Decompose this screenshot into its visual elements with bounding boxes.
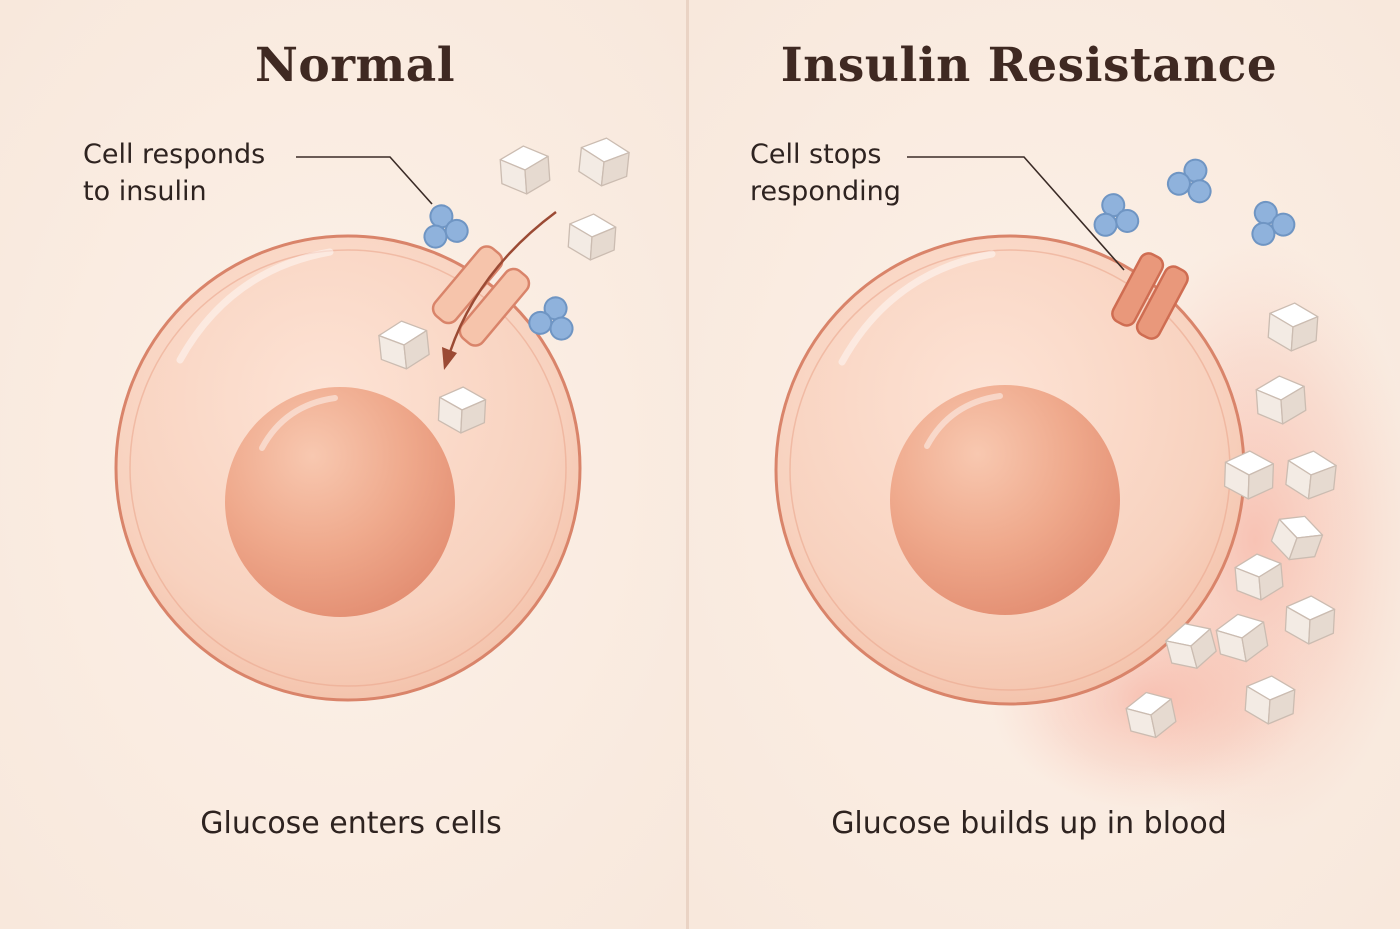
resistant-nucleus <box>890 385 1120 615</box>
glucose-entry-arrow <box>448 210 557 353</box>
glucose-cube-icon <box>1285 450 1337 500</box>
resistance-glucose-group <box>1125 302 1337 739</box>
arrow-head <box>442 347 457 370</box>
glucose-cube-icon <box>1215 613 1269 663</box>
glucose-cube-icon <box>1267 302 1319 352</box>
glucose-cube-icon <box>1223 450 1275 500</box>
resistance-callout-line1: Cell stops <box>750 139 882 170</box>
normal-caption: Glucose enters cells <box>200 806 502 841</box>
normal-callout-line1: Cell responds <box>83 139 266 170</box>
normal-glucose-group <box>378 137 630 434</box>
receptor-channel-icon <box>1111 252 1189 340</box>
glucose-cube-icon <box>1165 623 1217 669</box>
glucose-cube-icon <box>1244 675 1296 725</box>
resistance-callout-leader <box>907 156 1125 271</box>
normal-nucleus <box>225 387 455 617</box>
resistance-caption: Glucose builds up in blood <box>831 806 1227 841</box>
glucose-cube-icon <box>437 386 487 434</box>
glucose-cube-icon <box>1270 515 1324 561</box>
resistance-callout-line2: responding <box>750 176 901 207</box>
normal-callout: Cell responds to insulin <box>83 136 265 210</box>
glucose-cube-icon <box>1284 595 1336 645</box>
glucose-cube-icon <box>1255 375 1307 425</box>
normal-title: Normal <box>254 38 456 93</box>
normal-callout-line2: to insulin <box>83 176 207 207</box>
normal-callout-leader <box>296 156 433 205</box>
glucose-cube-icon <box>378 320 430 370</box>
glucose-cube-icon <box>499 145 551 195</box>
glucose-cube-icon <box>567 213 617 261</box>
glucose-cube-icon <box>1125 691 1177 739</box>
glucose-cube-icon <box>578 137 630 187</box>
resistance-callout: Cell stops responding <box>750 136 901 210</box>
resistance-title: Insulin Resistance <box>780 38 1278 93</box>
glucose-cube-icon <box>1234 553 1284 601</box>
